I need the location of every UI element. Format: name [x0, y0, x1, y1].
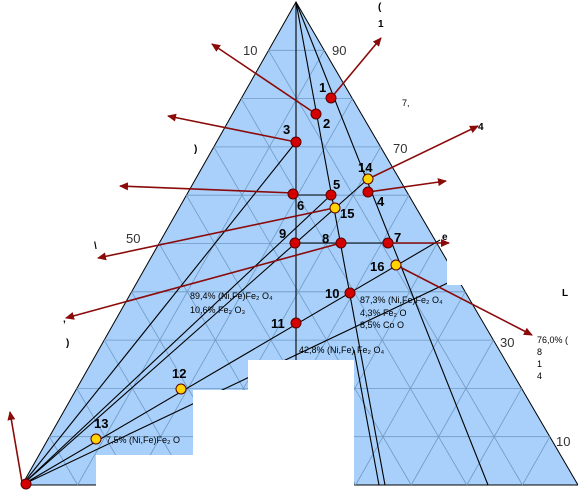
- mask: [96, 455, 353, 491]
- data-points: [20, 92, 402, 490]
- point-label: 1: [319, 80, 326, 95]
- tie-line: [21, 141, 297, 486]
- arrow: [167, 113, 297, 143]
- tie-line: [21, 239, 441, 486]
- point-11[interactable]: [290, 317, 302, 329]
- arrow: [367, 178, 447, 193]
- composition-right-line-2: 8: [537, 347, 542, 357]
- point-6[interactable]: [287, 188, 299, 200]
- composition-10-line-2: 4,3% Fe₂ O: [360, 308, 407, 318]
- point-7[interactable]: [382, 237, 394, 249]
- point-15[interactable]: [329, 202, 341, 214]
- arrow: [211, 43, 317, 115]
- edge-fragment: ): [194, 144, 197, 155]
- occlusion-masks: [96, 255, 477, 491]
- composition-11-line-1: 42,8% (Ni,Fe) Fe₂ O₄: [299, 345, 385, 355]
- edge-fragment: L: [562, 288, 568, 299]
- tick-label: 50: [126, 231, 140, 246]
- point-9[interactable]: [289, 237, 301, 249]
- arrow: [395, 264, 533, 336]
- point-3[interactable]: [290, 136, 302, 148]
- point-label: 11: [271, 316, 285, 331]
- point-label: 10: [325, 286, 339, 301]
- point-label: 2: [323, 116, 330, 131]
- point-label: 7: [394, 230, 401, 245]
- point-8[interactable]: [335, 237, 347, 249]
- tie-line: [21, 194, 332, 486]
- edge-fragment: (: [378, 2, 382, 13]
- edge-fragment: ): [66, 338, 69, 349]
- point-14[interactable]: [362, 173, 374, 185]
- tick-label: 70: [393, 141, 407, 156]
- point-label: 8: [322, 231, 329, 246]
- tie-line-visible: [353, 349, 380, 486]
- arrow: [119, 182, 294, 194]
- point-label: 12: [172, 366, 186, 381]
- edge-fragment: 4: [478, 122, 484, 133]
- edge-fragment: \: [94, 241, 97, 252]
- point-4[interactable]: [362, 186, 374, 198]
- point-1[interactable]: [325, 92, 337, 104]
- grid-line: [132, 98, 353, 486]
- point-17[interactable]: [20, 478, 32, 490]
- point-label: 16: [370, 259, 384, 274]
- point-13[interactable]: [90, 433, 102, 445]
- arrow: [330, 37, 382, 99]
- edge-fragment: ,: [63, 314, 66, 325]
- arrow: [65, 242, 342, 320]
- composition-labels: 89,4% (Ni,Fe)Fe₂ O₄ 10,6% Fe₂ O₃ 87,3% (…: [106, 98, 568, 445]
- grid-line: [77, 50, 325, 486]
- composition-top-line-1: 7,: [402, 98, 410, 108]
- point-label: 5: [333, 177, 340, 192]
- point-label: 9: [279, 226, 286, 241]
- point-label: 14: [358, 160, 373, 175]
- point-2[interactable]: [310, 108, 322, 120]
- arrow: [367, 125, 479, 180]
- composition-right-line-1: 76,0% (: [537, 335, 568, 345]
- point-label: 4: [377, 194, 385, 209]
- point-label: 15: [340, 206, 354, 221]
- tick-label: 90: [332, 43, 346, 58]
- tick-label: 10: [243, 43, 257, 58]
- composition-13-line-1: 7,5% (Ni,Fe)Fe₂ O: [106, 435, 180, 445]
- composition-10-line-3: 8,5% Co O: [360, 320, 404, 330]
- point-label: 13: [94, 416, 108, 431]
- composition-right-line-4: 4: [537, 371, 542, 381]
- composition-right-line-3: 1: [537, 359, 542, 369]
- point-10[interactable]: [344, 287, 356, 299]
- arrow: [7, 411, 23, 483]
- point-5[interactable]: [325, 189, 337, 201]
- arrows: [7, 37, 533, 483]
- point-labels: 1 2 3 4 5 6 7 8 9 10 11 12 13 14 15 16: [94, 80, 401, 431]
- point-label: 6: [297, 198, 304, 213]
- composition-9-line-1: 89,4% (Ni,Fe)Fe₂ O₄: [190, 291, 273, 301]
- tick-label: 10: [556, 434, 570, 449]
- grid-line: [522, 436, 551, 486]
- edge-fragment: e: [442, 232, 448, 243]
- point-12[interactable]: [175, 383, 187, 395]
- composition-9-line-2: 10,6% Fe₂ O₃: [190, 305, 246, 315]
- tie-line: [21, 178, 369, 486]
- point-16[interactable]: [390, 259, 402, 271]
- composition-10-line-1: 87,3% (Ni,Fe)Fe₂ O₄: [360, 295, 443, 305]
- point-label: 3: [283, 122, 290, 137]
- edge-fragment: 1: [378, 19, 384, 30]
- mask: [447, 255, 477, 285]
- grid-line: [410, 339, 494, 486]
- tick-labels: 10 90 70 50 30 10 ) \ , ) e ( 1 4 L: [63, 2, 570, 449]
- arrow: [97, 207, 335, 261]
- tick-label: 30: [500, 335, 514, 350]
